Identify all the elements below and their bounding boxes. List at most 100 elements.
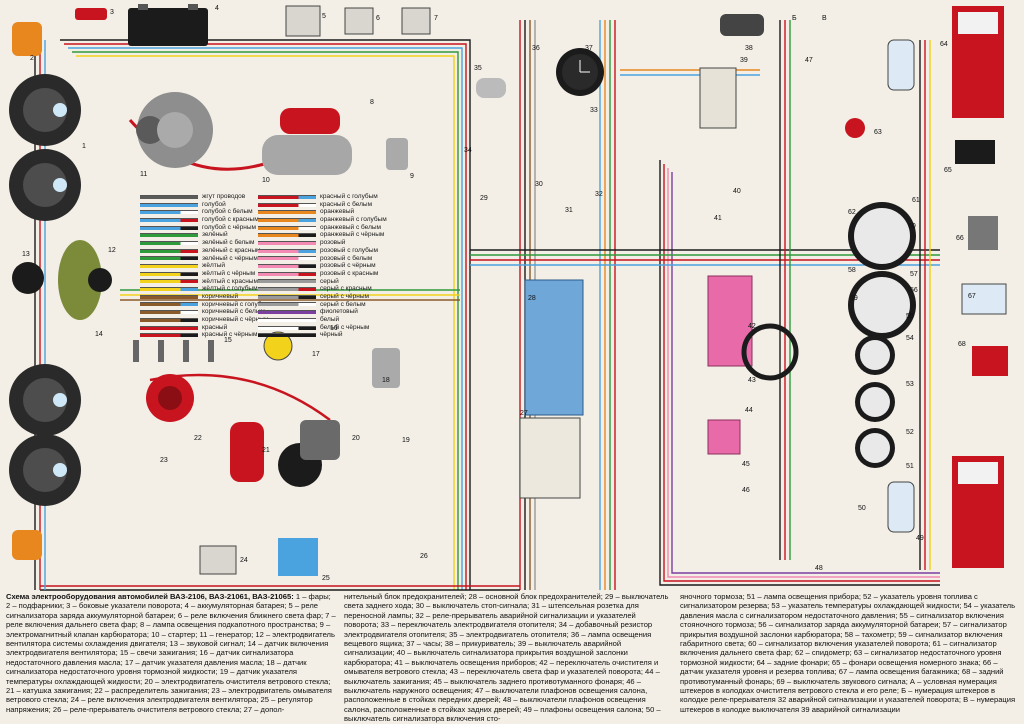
legend-row: зелёный	[140, 231, 250, 239]
legend-swatch	[140, 240, 198, 245]
legend-row: красный с голубым	[258, 193, 378, 201]
legend-row: коричневый	[140, 293, 250, 301]
legend-label: коричневый с чёрным	[202, 316, 269, 323]
legend-swatch	[258, 248, 316, 253]
component-label-44: 44	[745, 407, 753, 414]
component-label-3: 3	[110, 9, 114, 16]
legend-row: коричневый с белым	[140, 308, 265, 316]
component-label-62: 62	[848, 209, 856, 216]
legend-swatch	[140, 233, 198, 238]
legend-label: голубой с красным	[202, 216, 259, 224]
caption-title: Схема электрооборудования автомобилей ВА…	[6, 592, 294, 601]
component-label-26: 26	[420, 553, 428, 560]
component-label-66: 66	[956, 235, 964, 242]
headlamp-front-left-lower	[9, 149, 81, 221]
legend-label: жгут проводов	[202, 193, 246, 200]
legend-swatch	[258, 225, 316, 230]
component-label-48: 48	[815, 565, 823, 572]
caption-column-1: Схема электрооборудования автомобилей ВА…	[6, 592, 336, 714]
legend-label: красный с чёрным	[202, 331, 258, 339]
component-label-10: 10	[262, 177, 270, 184]
headlamp-front-right-lower	[9, 434, 81, 506]
parking-lamp-right	[12, 530, 42, 560]
component-label-28: 28	[528, 295, 536, 302]
component-label-37: 37	[585, 45, 593, 52]
badge-v: В	[822, 15, 827, 22]
ignition-switch-icon	[707, 419, 741, 455]
legend-row: серый с белым	[258, 301, 368, 309]
legend-row: серый с чёрным	[258, 292, 369, 301]
legend-row: коричневый с голубым	[140, 301, 271, 309]
legend-row: жгут проводов	[140, 193, 250, 201]
fuel-gauge	[855, 428, 895, 468]
component-label-56: 56	[910, 287, 918, 294]
component-label-42: 42	[748, 323, 756, 330]
figure-caption: Схема электрооборудования автомобилей ВА…	[6, 592, 1018, 723]
component-label-1: 1	[82, 143, 86, 150]
legend-label: красный с белым	[320, 200, 373, 208]
legend-label: зелёный с красным	[202, 246, 261, 254]
legend-swatch	[140, 279, 198, 284]
legend-row: розовый	[258, 239, 368, 247]
component-label-12: 12	[108, 247, 116, 254]
component-label-47: 47	[805, 57, 813, 64]
legend-label: серый с чёрным	[320, 292, 369, 300]
legend-label: розовый с чёрным	[320, 262, 376, 270]
legend-row: розовый с красным	[258, 270, 378, 278]
legend-label: фиолетовый	[320, 308, 358, 316]
legend-swatch	[140, 264, 198, 269]
legend-swatch	[140, 217, 198, 222]
legend-row: оранжевый с чёрным	[258, 231, 384, 239]
legend-row: жёлтый с красным	[140, 278, 258, 286]
component-label-41: 41	[714, 215, 722, 222]
battery-icon	[128, 4, 208, 46]
legend-row: розовый с голубым	[258, 247, 378, 255]
legend-label: чёрный	[320, 331, 343, 339]
legend-swatch	[140, 271, 198, 276]
component-label-58: 58	[848, 267, 856, 274]
component-label-23: 23	[160, 457, 168, 464]
legend-label: оранжевый с белым	[320, 223, 381, 231]
legend-row: красный с белым	[258, 201, 372, 209]
legend-swatch	[140, 294, 198, 299]
legend-swatch	[258, 256, 316, 261]
component-label-31: 31	[565, 207, 573, 214]
caption-column-3: яночного тормоза; 51 – лампа освещения п…	[680, 592, 1016, 714]
component-label-13: 13	[22, 251, 30, 258]
component-label-52: 52	[906, 429, 914, 436]
legend-row: оранжевый с голубым	[258, 216, 387, 224]
legend-swatch	[258, 194, 316, 199]
legend-swatch	[140, 210, 198, 215]
wiper-motor-icon	[278, 420, 340, 487]
legend-label: красный с голубым	[320, 193, 378, 200]
legend-label: коричневый с белым	[202, 308, 265, 316]
component-label-20: 20	[352, 435, 360, 442]
component-label-24: 24	[240, 557, 248, 564]
component-label-64: 64	[940, 41, 948, 48]
component-label-14: 14	[95, 331, 103, 338]
legend-label: розовый с белым	[320, 254, 373, 262]
clock-icon	[556, 48, 604, 96]
legend-label: голубой с белым	[202, 208, 253, 216]
legend-row: оранжевый	[258, 208, 368, 216]
legend-swatch	[140, 256, 198, 261]
component-label-7: 7	[434, 15, 438, 22]
component-label-25: 25	[322, 575, 330, 582]
legend-row: красный с чёрным	[140, 331, 257, 339]
legend-row: фиолетовый	[258, 308, 368, 316]
legend-swatch	[258, 287, 316, 292]
component-label-36: 36	[532, 45, 540, 52]
legend-label: серый с красным	[320, 285, 372, 293]
legend-swatch	[258, 317, 316, 322]
legend-label: голубой с чёрным	[202, 223, 256, 231]
component-label-53: 53	[906, 381, 914, 388]
component-label-2: 2	[30, 55, 34, 62]
legend-row: розовый с чёрным	[258, 262, 376, 270]
component-label-30: 30	[535, 181, 543, 188]
component-label-67: 67	[968, 293, 976, 300]
interior-lamp-rear	[887, 481, 915, 533]
component-label-27: 27	[520, 410, 528, 417]
legend-swatch	[140, 310, 198, 315]
cooling-fan-motor-icon	[58, 240, 112, 320]
